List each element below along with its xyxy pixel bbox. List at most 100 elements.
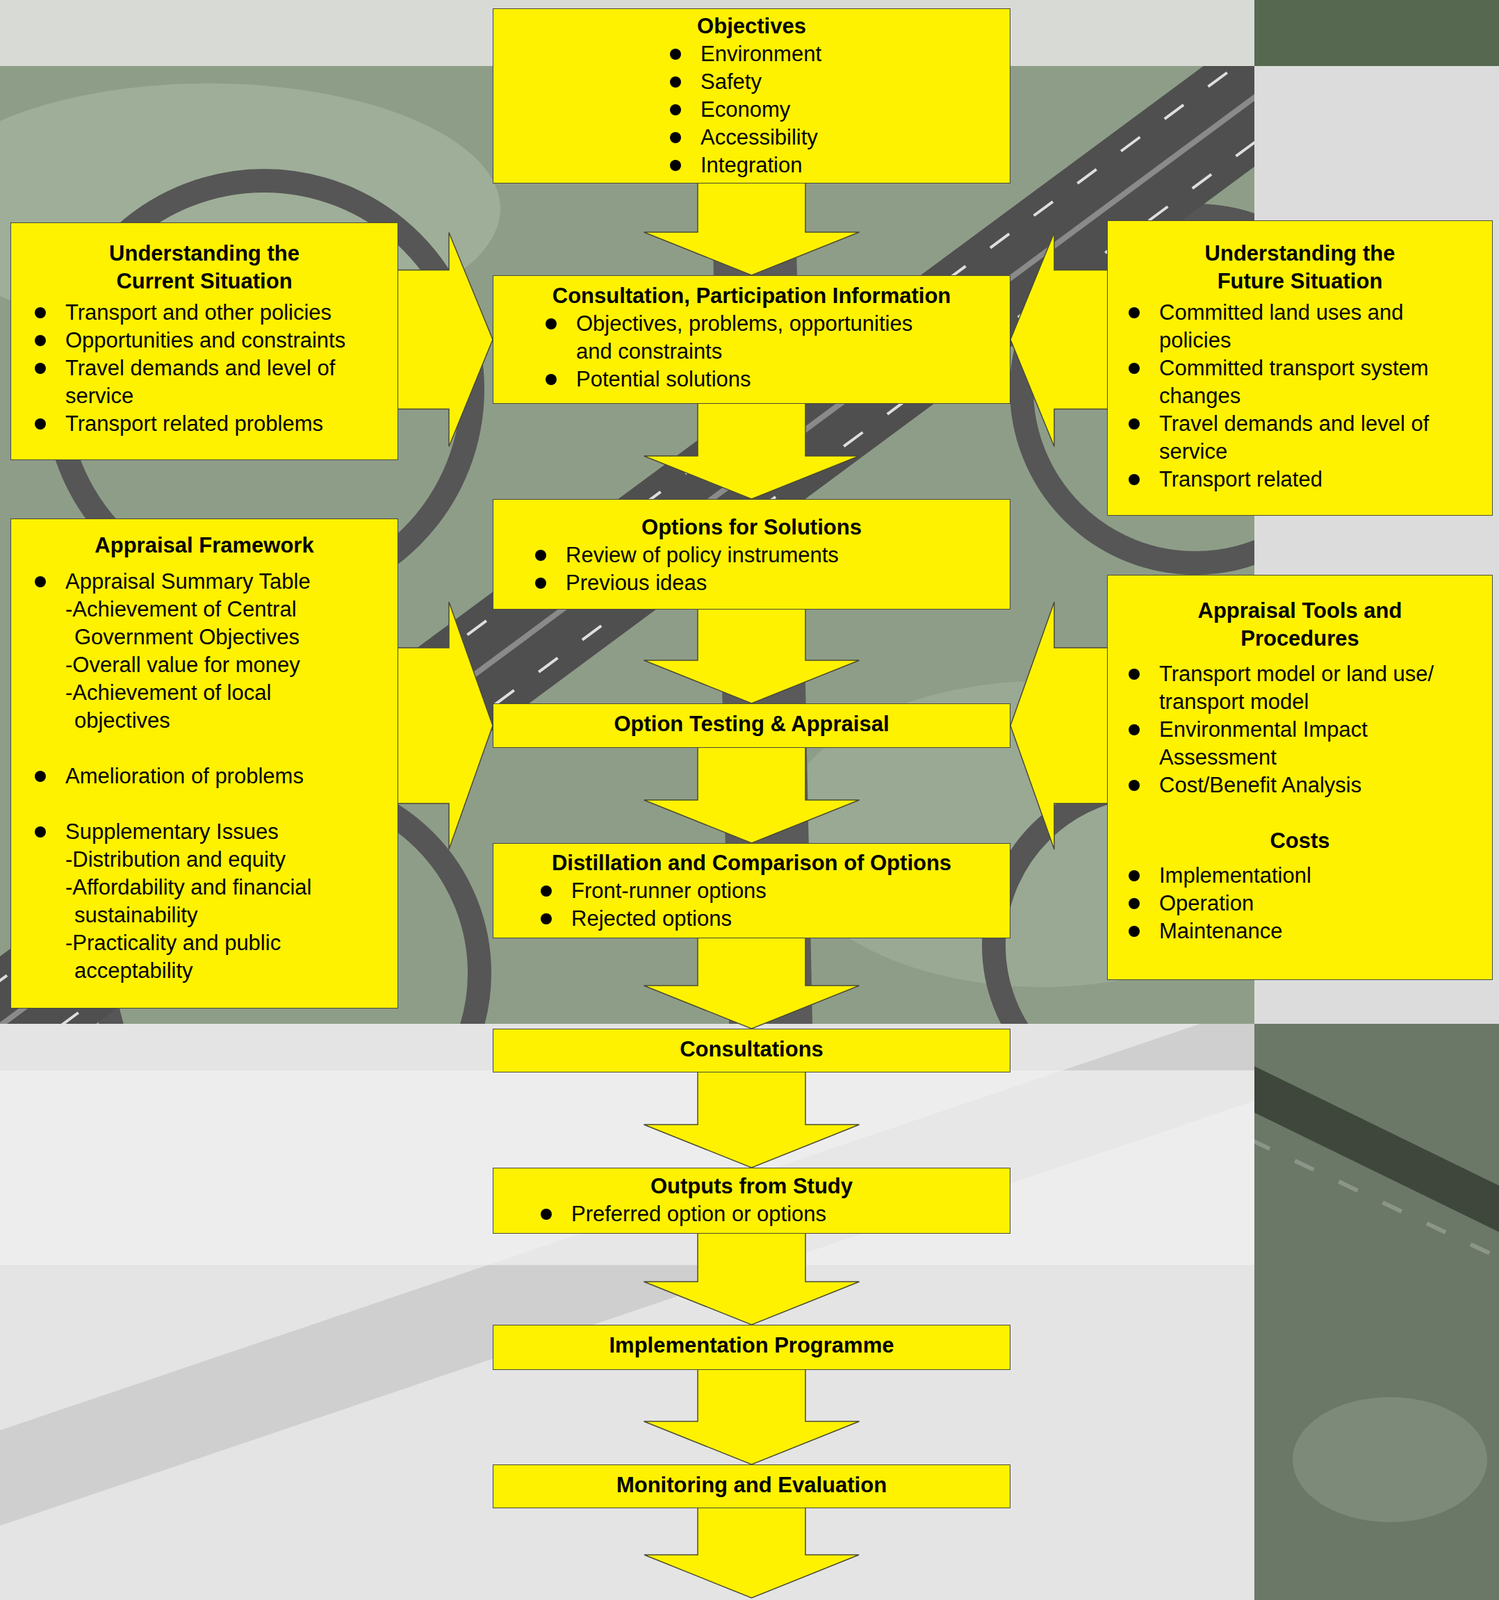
heading-row: Consultations <box>493 1035 1010 1064</box>
process-box: Options for SolutionsReview of policy in… <box>492 498 1011 610</box>
bullet-dot <box>34 418 46 430</box>
bullet-dot <box>540 913 552 925</box>
bullet-dot <box>1128 870 1140 882</box>
sub-bullet-text: -Overall value for money <box>65 651 367 679</box>
list-item: Maintenance <box>1107 917 1493 946</box>
bullet-text: Safety <box>700 68 982 96</box>
section-heading: Costs <box>1107 826 1493 855</box>
list-item: Transport related problems <box>11 410 398 438</box>
bullet-text: Rejected options <box>571 904 969 933</box>
block-arrow <box>1010 601 1109 850</box>
bullet-dot <box>540 885 552 897</box>
list-item: -Distribution and equity <box>11 845 398 874</box>
sub-bullet-text: -Affordability and financial sustainabil… <box>65 873 367 930</box>
bullet-text: Committed transport system changes <box>1159 354 1461 411</box>
list-item: Environment <box>493 40 1010 69</box>
bullet-text: Preferred option or options <box>571 1200 969 1228</box>
process-box: Option Testing & Appraisal <box>492 703 1011 748</box>
bullet-dot <box>545 373 557 386</box>
bullet-text: Opportunities and constraints <box>65 326 367 355</box>
sub-bullet-text: -Achievement of local objectives <box>65 678 367 735</box>
input-box: Understanding the Current SituationTrans… <box>10 222 399 461</box>
list-item: Amelioration of problems <box>11 762 398 791</box>
list-item: Operation <box>1107 889 1493 918</box>
box-heading: Implementation Programme <box>493 1331 1010 1360</box>
list-item: Committed land uses and policies <box>1107 298 1493 355</box>
bullet-text: Travel demands and level of service <box>1159 410 1461 466</box>
list-item: Economy <box>493 95 1010 124</box>
bullet-text: Committed land uses and policies <box>1159 298 1461 355</box>
list-item: Transport and other policies <box>11 298 398 327</box>
process-box: ObjectivesEnvironmentSafetyEconomyAccess… <box>492 8 1011 184</box>
list-item: Supplementary Issues <box>11 817 398 846</box>
bullet-dot <box>535 577 547 589</box>
heading-row: Option Testing & Appraisal <box>493 710 1010 739</box>
bullet-text: Transport related problems <box>65 410 367 438</box>
list-item: Objectives, problems, opportunities and … <box>493 309 1010 366</box>
list-item: Safety <box>493 68 1010 96</box>
box-heading: Appraisal Framework <box>79 531 330 560</box>
bullet-text: Supplementary Issues <box>65 817 367 846</box>
bullet-dot <box>669 132 682 144</box>
bullet-dot <box>1128 724 1140 736</box>
bullet-dot <box>34 307 46 319</box>
bullet-dot <box>1128 473 1140 486</box>
list-item: Committed transport system changes <box>1107 354 1493 411</box>
heading-row: Costs <box>1107 826 1493 855</box>
bullet-dot <box>535 549 547 561</box>
box-heading: Options for Solutions <box>493 513 1010 542</box>
heading-row: Implementation Programme <box>493 1331 1010 1360</box>
list-item: Transport model or land use/ transport m… <box>1107 660 1493 716</box>
bullet-dot <box>540 1208 552 1220</box>
list-item: Transport related <box>1107 465 1493 494</box>
heading-row: Monitoring and Evaluation <box>493 1471 1010 1499</box>
bullet-text: Maintenance <box>1159 917 1461 946</box>
corner-photo-detail <box>1254 1084 1499 1522</box>
bullet-text: Integration <box>700 151 982 180</box>
interchange <box>0 66 1255 1024</box>
block-arrow <box>644 402 860 499</box>
bullet-text: Implementationl <box>1159 861 1461 890</box>
list-item: -Affordability and financial sustainabil… <box>11 873 398 930</box>
road <box>0 1042 1255 1488</box>
box-heading: Understanding the Future Situation <box>1175 239 1426 296</box>
bullet-dot <box>669 76 682 88</box>
process-box: Distillation and Comparison of OptionsFr… <box>492 842 1011 939</box>
bullet-text: Accessibility <box>700 123 982 152</box>
bullet-dot <box>34 334 46 347</box>
block-arrow <box>396 601 493 850</box>
block-arrow <box>644 608 860 704</box>
corner-band <box>1254 0 1499 67</box>
bullet-text: Environmental Impact Assessment <box>1159 715 1461 772</box>
bullet-dot <box>669 104 682 116</box>
bullet-dot <box>1128 307 1140 319</box>
process-box: Monitoring and Evaluation <box>492 1464 1011 1509</box>
lane-marking <box>0 83 1255 1024</box>
bullet-text: Economy <box>700 95 982 124</box>
list-item: Integration <box>493 151 1010 180</box>
bullet-text: Appraisal Summary Table <box>65 567 367 596</box>
input-box: Appraisal FrameworkAppraisal Summary Tab… <box>10 518 399 1009</box>
process-box: Consultation, Participation InformationO… <box>492 275 1011 404</box>
box-heading: Monitoring and Evaluation <box>493 1471 1010 1499</box>
field <box>1292 1396 1488 1522</box>
bullet-text: Transport related <box>1159 465 1461 494</box>
heading-row: Outputs from Study <box>493 1172 1010 1201</box>
box-heading: Option Testing & Appraisal <box>493 710 1010 739</box>
list-item: Preferred option or options <box>493 1200 1010 1228</box>
process-box: Outputs from StudyPreferred option or op… <box>492 1167 1011 1234</box>
list-item: Review of policy instruments <box>493 541 1010 570</box>
bullet-text: Amelioration of problems <box>65 762 367 791</box>
process-box: Consultations <box>492 1028 1011 1073</box>
lane-marking <box>0 66 1255 1022</box>
heading-row: Appraisal Tools and Procedures <box>1107 596 1493 653</box>
box-heading: Understanding the Current Situation <box>79 239 330 296</box>
bullet-dot <box>1128 779 1140 791</box>
heading-row: Objectives <box>493 12 1010 41</box>
list-item: Front-runner options <box>493 877 1010 905</box>
sub-bullet-text: -Achievement of Central Government Objec… <box>65 595 367 652</box>
list-item: Appraisal Summary Table <box>11 567 398 596</box>
list-item: Environmental Impact Assessment <box>1107 715 1493 772</box>
bullet-dot <box>34 576 46 588</box>
list-item: Implementationl <box>1107 861 1493 890</box>
